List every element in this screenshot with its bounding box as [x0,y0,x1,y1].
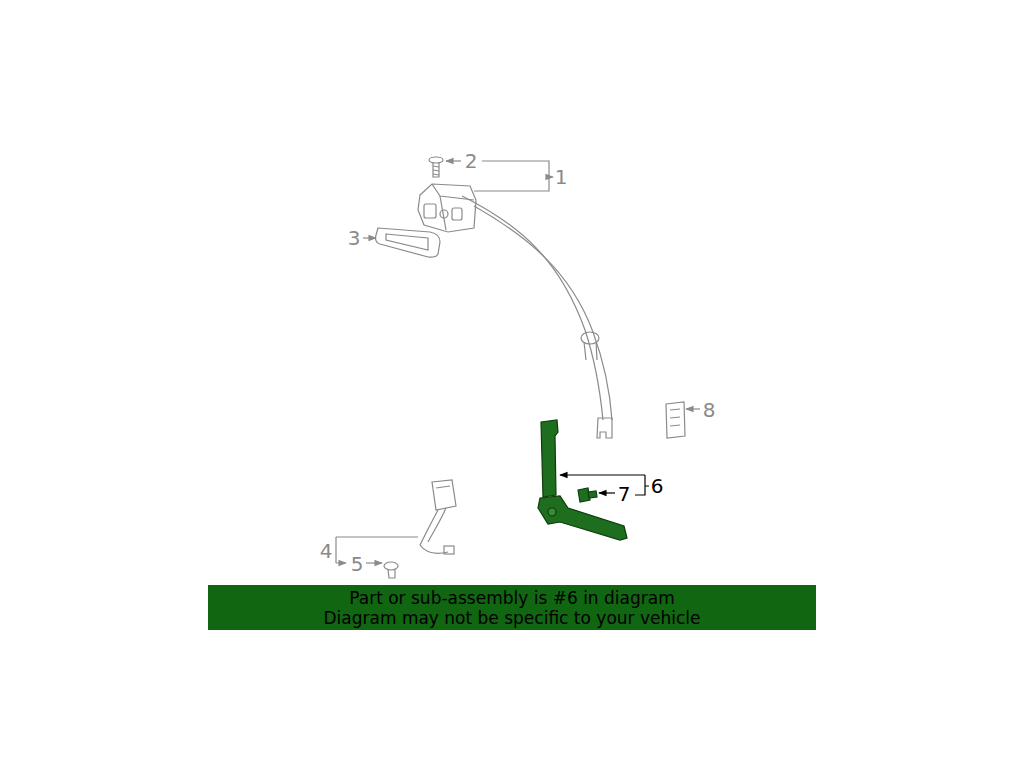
trim-cover [376,228,441,257]
anchor-plate [597,418,612,438]
buckle-assembly [538,420,627,540]
leader-line [599,492,615,493]
bolt [429,157,443,177]
retractor [418,184,476,232]
leader-bracket [560,475,649,495]
leader-line [446,160,461,161]
banner-text: Part or sub-assembly is #6 in diagram [349,588,674,608]
banner-text: Diagram may not be specific to your vehi… [323,608,700,628]
buckle [420,480,456,554]
bracket [666,402,685,438]
callout-number: 5 [350,554,365,574]
callout-number: 6 [650,476,665,496]
belt-webbing [474,206,612,420]
callout-number: 3 [347,228,362,248]
leader-line [363,237,376,238]
info-banner: Part or sub-assembly is #6 in diagramDia… [208,585,816,630]
bolt [578,488,597,502]
callout-number: 4 [319,541,334,561]
callout-number: 1 [554,167,569,187]
leader-line [366,562,382,563]
callout-number: 8 [702,400,717,420]
callout-number: 7 [617,484,632,504]
leader-line [686,408,700,409]
callout-number: 2 [464,151,479,171]
leader-bracket [474,161,553,191]
belt-guide [581,332,599,360]
bolt [384,562,398,578]
leader-bracket [336,537,418,563]
